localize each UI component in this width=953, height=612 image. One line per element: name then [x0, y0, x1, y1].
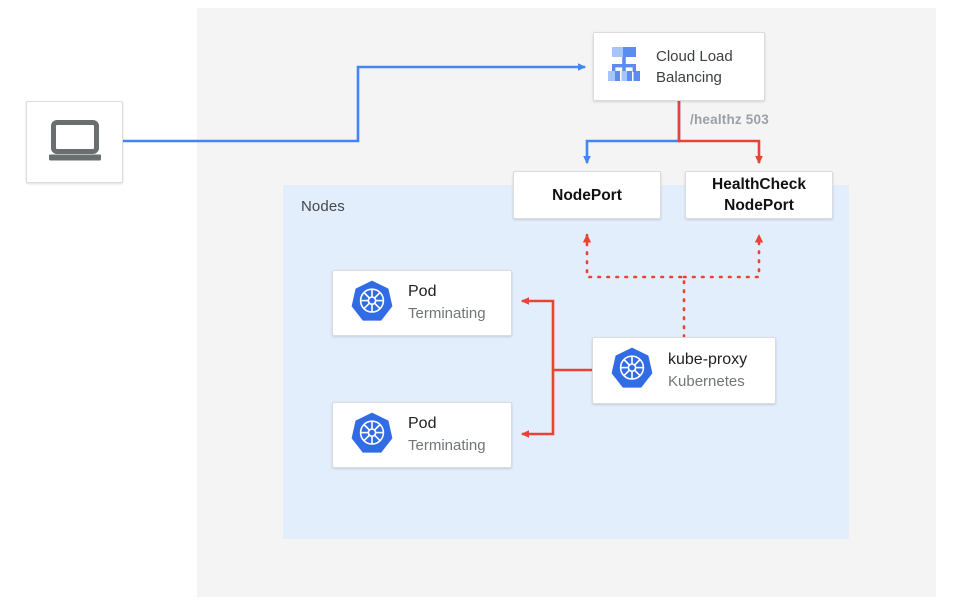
pod-title-2: Pod: [408, 415, 437, 432]
healthcheck-nodeport-label: HealthCheck NodePort: [712, 174, 806, 216]
pod-subtitle-2: Terminating: [408, 437, 486, 454]
healthz-edge-label: /healthz 503: [690, 112, 769, 127]
cloud-load-balancing-label-line2: Balancing: [656, 68, 722, 86]
cloud-load-balancing-node[interactable]: Cloud Load Balancing: [593, 32, 765, 101]
cloud-load-balancing-label: Cloud Load Balancing: [656, 46, 733, 88]
edge-loadbalancer-to-nodeport: [583, 101, 681, 165]
cloud-load-balancing-label-line1: Cloud Load: [656, 47, 733, 65]
laptop-icon: [48, 119, 102, 166]
kube-proxy-title: kube-proxy: [668, 350, 748, 368]
client-node[interactable]: [26, 101, 123, 183]
pod-title-1: Pod: [408, 283, 437, 300]
nodeport-label: NodePort: [552, 186, 622, 204]
kube-proxy-label-group: kube-proxy Kubernetes: [668, 349, 747, 393]
pod-subtitle-1: Terminating: [408, 305, 486, 322]
edge-client-to-load-balancer: [123, 63, 587, 143]
kubernetes-icon: [610, 346, 654, 395]
edge-kubeproxy-to-nodeports-dotted: [582, 233, 764, 339]
healthcheck-nodeport-label-line1: HealthCheck: [712, 176, 806, 193]
nodes-panel-label: Nodes: [301, 198, 345, 215]
kube-proxy-subtitle: Kubernetes: [668, 372, 745, 390]
pod-node-1[interactable]: Pod Terminating: [332, 270, 512, 336]
kube-proxy-node[interactable]: kube-proxy Kubernetes: [592, 337, 776, 404]
pod-label-group-1: Pod Terminating: [408, 281, 486, 325]
nodeport-node[interactable]: NodePort: [513, 171, 661, 219]
cloud-load-balancing-icon: [604, 44, 646, 89]
edge-loadbalancer-to-healthcheck-nodeport: [677, 101, 763, 165]
kubernetes-icon: [350, 279, 394, 328]
pod-node-2[interactable]: Pod Terminating: [332, 402, 512, 468]
kubernetes-icon: [350, 411, 394, 460]
healthcheck-nodeport-label-line2: NodePort: [724, 197, 794, 214]
edge-kubeproxy-to-pods: [520, 297, 592, 438]
healthcheck-nodeport-node[interactable]: HealthCheck NodePort: [685, 171, 833, 219]
pod-label-group-2: Pod Terminating: [408, 413, 486, 457]
